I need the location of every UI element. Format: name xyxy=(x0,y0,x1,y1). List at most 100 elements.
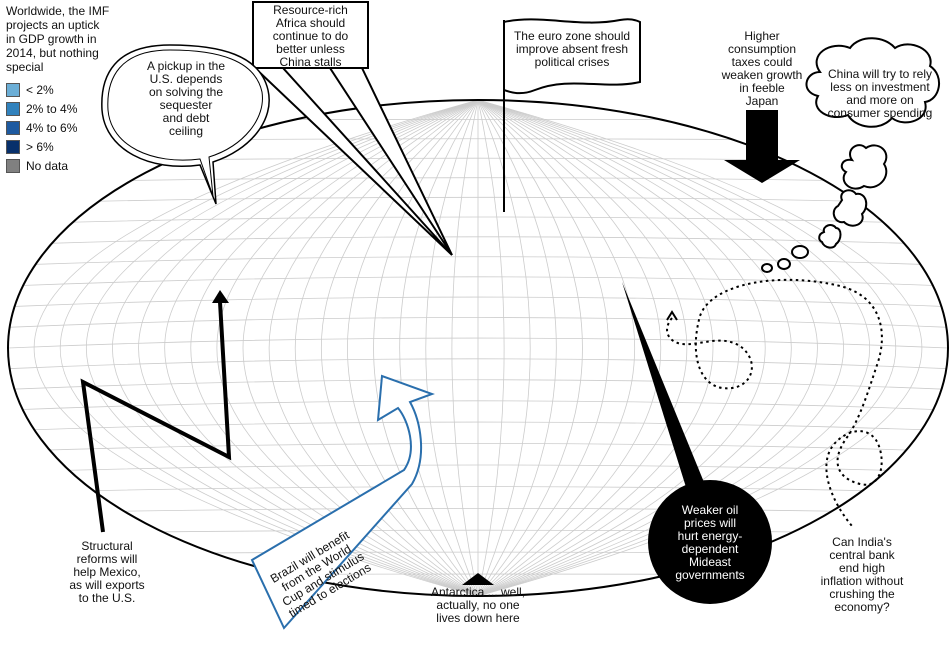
graticule-line xyxy=(294,100,479,596)
mexico-arrowhead xyxy=(212,290,229,303)
china-thought-bubble-3 xyxy=(818,224,842,249)
graticule-line xyxy=(33,100,479,596)
graticule-line xyxy=(451,100,479,596)
us-annotation-line: on solving the xyxy=(148,85,224,99)
euro-annotation-line: improve absent fresh xyxy=(515,42,629,56)
legend-label: > 6% xyxy=(26,139,54,154)
mideast-bubble xyxy=(648,480,772,604)
globe-outline xyxy=(7,99,949,597)
china-annotation-line: consumer spending xyxy=(827,106,933,120)
graticule-line xyxy=(8,256,948,266)
legend-item-lt2: < 2% xyxy=(6,80,126,99)
antarctica-annotation: Antarctica ... well, actually, no one li… xyxy=(414,586,542,625)
us-speech-balloon-inner xyxy=(107,49,263,197)
graticule-line xyxy=(8,379,948,390)
graticule-line xyxy=(8,276,948,287)
graticule-line xyxy=(8,486,948,494)
us-annotation-line: sequester xyxy=(159,98,213,112)
graticule-line xyxy=(425,100,479,596)
graticule-line xyxy=(477,100,792,596)
legend-title-line: Worldwide, the IMF xyxy=(6,4,110,18)
mideast-annotation-line: Mideast xyxy=(688,555,732,569)
graticule-line xyxy=(8,400,948,411)
antarctica-annotation-line: actually, no one xyxy=(436,598,520,612)
antarctica-annotation-line: lives down here xyxy=(436,611,520,625)
graticule-line xyxy=(399,100,479,596)
mexico-annotation-line: help Mexico, xyxy=(73,565,141,579)
graticule-line xyxy=(347,100,479,596)
china-annotation-line: less on investment xyxy=(830,80,930,94)
africa-callout-pointer-right xyxy=(328,67,453,256)
euro-annotation: The euro zone should improve absent fres… xyxy=(504,30,640,69)
legend-label: 4% to 6% xyxy=(26,120,78,135)
china-thought-bubble-1 xyxy=(840,144,888,190)
japan-annotation-line: consumption xyxy=(727,42,797,56)
india-annotation-line: Can India's xyxy=(832,535,892,549)
mideast-annotation-line: hurt energy- xyxy=(677,529,743,543)
africa-annotation-line: Africa should xyxy=(275,16,346,30)
graticule-line xyxy=(477,100,766,596)
india-annotation-line: economy? xyxy=(834,600,890,614)
china-thought-cloud xyxy=(805,37,940,128)
us-annotation-line: A pickup in the xyxy=(146,59,226,73)
us-annotation-line: ceiling xyxy=(168,124,204,138)
china-annotation-line: and more on xyxy=(846,93,914,107)
graticule-line xyxy=(60,100,479,596)
legend-title-line: 2014, but nothing xyxy=(6,46,99,60)
legend-item-4to6: 4% to 6% xyxy=(6,118,126,137)
graticule-line xyxy=(477,100,609,596)
euro-flag xyxy=(503,18,641,95)
legend-swatch xyxy=(6,158,20,173)
legend-item-gt6: > 6% xyxy=(6,137,126,156)
legend-item-no-data: No data xyxy=(6,156,126,175)
graticule-line xyxy=(477,100,635,596)
legend-swatch xyxy=(6,139,20,154)
graticule-line xyxy=(8,337,948,349)
us-annotation-line: U.S. depends xyxy=(149,72,223,86)
legend: Worldwide, the IMF projects an uptick in… xyxy=(6,4,126,175)
legend-title-line: special xyxy=(6,60,44,74)
africa-annotation-line: continue to do xyxy=(272,29,349,43)
graticule-line xyxy=(8,358,948,370)
mexico-annotation-line: to the U.S. xyxy=(78,591,136,605)
china-thought-bubble-4 xyxy=(791,245,809,259)
euro-annotation-line: The euro zone should xyxy=(513,29,631,43)
japan-annotation-line: Higher xyxy=(744,29,780,43)
africa-callout-box xyxy=(252,1,369,69)
india-annotation-line: inflation without xyxy=(820,574,904,588)
graticule-line xyxy=(477,100,557,596)
mexico-zigzag-arrow xyxy=(80,301,232,533)
india-annotation-line: crushing the xyxy=(829,587,895,601)
legend-label: 2% to 4% xyxy=(26,101,78,116)
legend-title-line: in GDP growth in xyxy=(6,32,97,46)
legend-title-line: projects an uptick xyxy=(6,18,100,32)
india-path-start-head xyxy=(666,310,678,321)
us-annotation-line: and debt xyxy=(162,111,210,125)
euro-annotation-line: political crises xyxy=(534,55,610,69)
india-annotation: Can India's central bank end high inflat… xyxy=(802,536,922,614)
legend-label: < 2% xyxy=(26,82,54,97)
graticule-line xyxy=(477,100,688,596)
graticule-line xyxy=(8,443,948,452)
india-annotation-line: end high xyxy=(838,561,886,575)
china-thought-bubble-5 xyxy=(777,258,791,270)
graticule-line xyxy=(477,100,583,596)
mexico-annotation-line: Structural xyxy=(81,539,133,553)
mexico-annotation-line: as will exports xyxy=(69,578,145,592)
graticule-line xyxy=(8,317,948,328)
legend-swatch xyxy=(6,120,20,135)
graticule-line xyxy=(477,100,818,596)
graticule-grid xyxy=(8,100,948,596)
mideast-annotation-line: prices will xyxy=(683,516,736,530)
japan-annotation-line: in feeble xyxy=(739,81,785,95)
china-thought-bubble-6 xyxy=(761,263,773,273)
legend-swatch xyxy=(6,82,20,97)
china-thought-bubble-2 xyxy=(832,189,868,227)
graticule-line xyxy=(8,177,948,184)
japan-annotation-line: taxes could xyxy=(731,55,793,69)
china-annotation-line: China will try to rely xyxy=(827,67,933,81)
mideast-annotation-line: governments xyxy=(675,568,745,582)
graticule-line xyxy=(477,100,740,596)
